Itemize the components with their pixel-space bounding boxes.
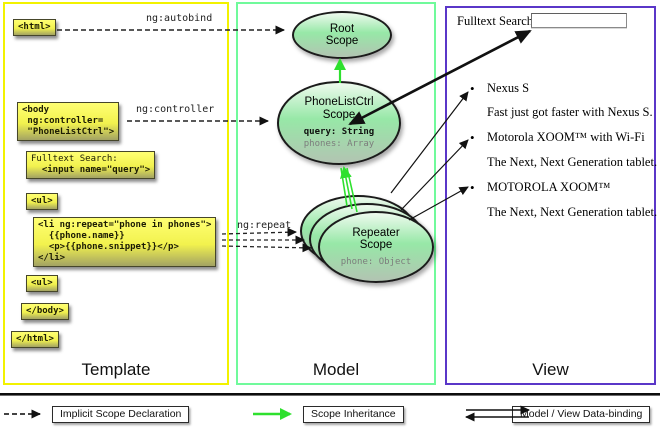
view-search-label: Fulltext Search: [457, 14, 537, 28]
bullet-icon: • [470, 180, 475, 195]
view-panel [445, 6, 656, 385]
ng-repeat-label: ng:repeat [237, 220, 292, 231]
li-repeat-code-box: <li ng:repeat="phone in phones"> {{phone… [33, 217, 217, 267]
bullet-icon: • [470, 130, 475, 145]
ul-open-tag-box: <ul> [26, 193, 58, 210]
legend-implicit-scope-label: Implicit Scope Declaration [52, 406, 190, 423]
repeater-scope-label: Repeater Scope [352, 226, 400, 252]
phonelistctrl-scope-label: PhoneListCtrl Scope [304, 96, 374, 121]
view-item-desc: The Next, Next Generation tablet. [487, 205, 658, 219]
input-tag-code: <input name="query"> [31, 165, 151, 175]
legend-divider-line [0, 393, 660, 396]
ng-autobind-label: ng:autobind [146, 13, 213, 24]
view-item-title: Motorola XOOM™ with Wi-Fi [487, 130, 645, 144]
fulltext-code-box: Fulltext Search: <input name="query"> [26, 151, 156, 179]
phones-property: phones: Array [303, 139, 375, 149]
root-scope-ellipse: Root Scope [292, 11, 392, 59]
model-panel-title: Model [312, 360, 360, 379]
phone-property: phone: Object [340, 256, 412, 267]
view-item-title: Nexus S [487, 81, 530, 95]
repeater-scope-ellipse-front: Repeater Scope phone: Object [318, 211, 434, 283]
legend-scope-inheritance-label: Scope Inheritance [303, 406, 404, 423]
bullet-icon: • [470, 81, 475, 96]
html-open-tag-box: <html> [13, 19, 56, 36]
view-item-desc: Fast just got faster with Nexus S. [487, 105, 653, 119]
view-panel-title: View [532, 360, 569, 379]
root-scope-label: Root Scope [325, 22, 359, 48]
legend-data-binding-label: Model / View Data-binding [512, 406, 651, 423]
html-close-tag-box: </html> [11, 331, 59, 348]
body-open-tag-box: <body ng:controller= "PhoneListCtrl"> [17, 102, 120, 141]
phonelistctrl-scope-ellipse: PhoneListCtrl Scope query: String phones… [277, 81, 401, 165]
view-item-desc: The Next, Next Generation tablet. [487, 155, 658, 169]
fulltext-search-input[interactable] [531, 13, 627, 28]
body-close-tag-box: </body> [21, 303, 69, 320]
fulltext-label-code: Fulltext Search: [31, 154, 118, 164]
ul-close-tag-box: <ul> [26, 275, 58, 292]
view-item-title: MOTOROLA XOOM™ [487, 180, 611, 194]
ng-controller-label: ng:controller [136, 104, 215, 115]
model-panel [236, 2, 436, 385]
query-property: query: String [303, 127, 375, 137]
template-panel-title: Template [81, 360, 151, 379]
